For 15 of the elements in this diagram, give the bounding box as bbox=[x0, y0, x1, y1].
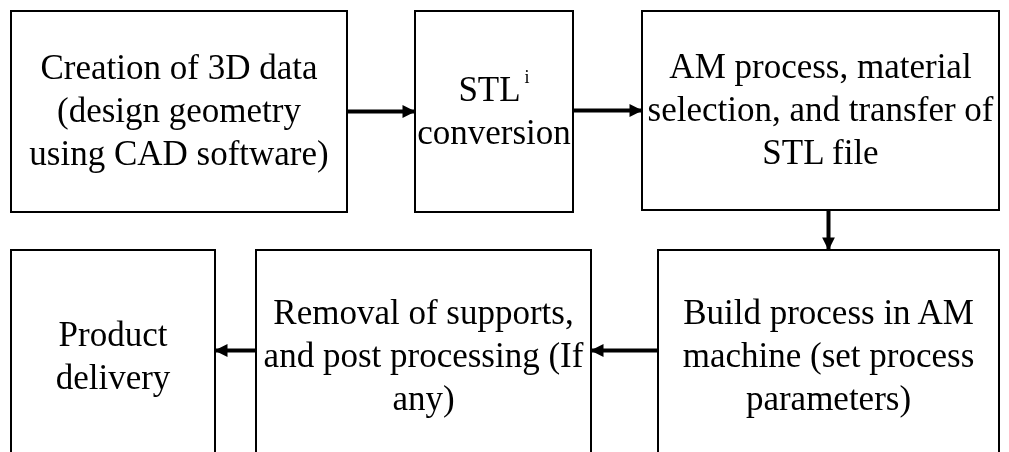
process-box bbox=[414, 10, 574, 213]
box-text: Build process in AM machine (set process parameters) bbox=[681, 292, 976, 420]
box-text: Removal of supports, and post processing (If any) bbox=[262, 292, 585, 420]
process-box bbox=[641, 10, 1000, 211]
box-text: STL$^{i}$ conversion bbox=[417, 68, 571, 154]
arrow bbox=[574, 104, 643, 117]
arrow bbox=[348, 105, 416, 118]
process-box bbox=[255, 249, 592, 452]
arrow bbox=[822, 211, 835, 251]
process-box bbox=[10, 10, 348, 213]
box-text: Creation of 3D data (design geometry using CAD software) bbox=[28, 47, 330, 175]
box-text: AM process, material selection, and transfer of STL file bbox=[646, 46, 995, 174]
process-box bbox=[10, 249, 216, 452]
process-box bbox=[657, 249, 1000, 452]
box-text: Product delivery bbox=[54, 313, 172, 399]
